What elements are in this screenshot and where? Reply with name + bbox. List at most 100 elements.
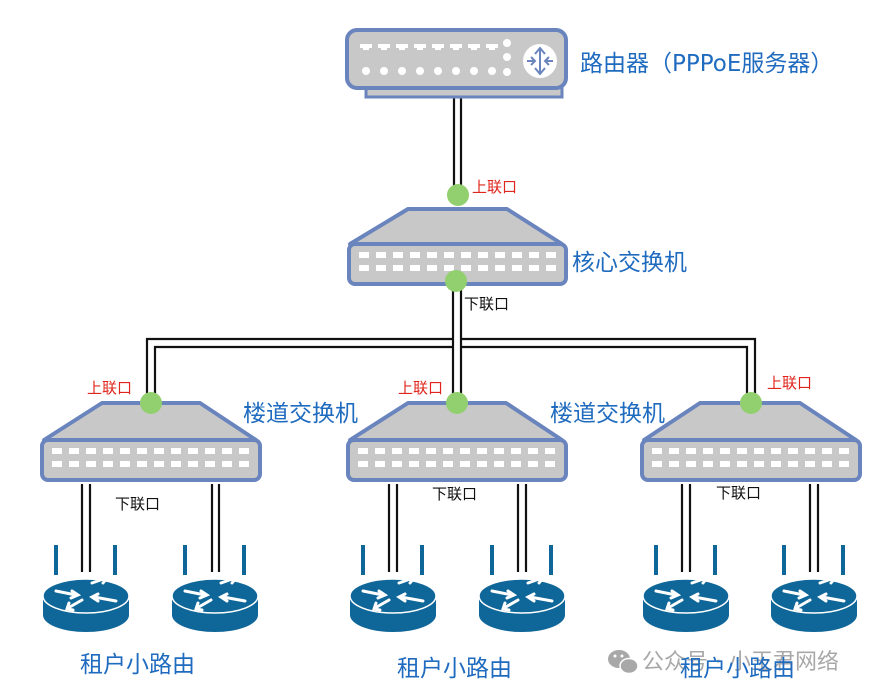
port-slot xyxy=(171,461,181,467)
led-dot xyxy=(434,67,442,75)
building-2-downlink-label: 下联口 xyxy=(432,485,477,503)
tenant-group-3-label: 租户小路由 xyxy=(680,656,795,682)
router-arrows-icon xyxy=(361,574,425,612)
antenna xyxy=(490,545,494,575)
top-router[interactable] xyxy=(345,28,568,99)
port-slot xyxy=(528,461,538,467)
port-slot xyxy=(52,448,62,454)
port-slot xyxy=(771,461,781,467)
port-slot xyxy=(805,448,815,454)
building-3-uplink-port[interactable] xyxy=(740,392,762,414)
antenna xyxy=(242,545,246,575)
port-slot xyxy=(460,448,470,454)
core-switch-label: 核心交换机 xyxy=(572,250,687,276)
tenant-router[interactable] xyxy=(642,545,730,632)
antenna xyxy=(713,545,717,575)
switch-ports xyxy=(652,448,849,467)
core-uplink-port[interactable] xyxy=(447,184,469,206)
rj45-port xyxy=(396,44,408,50)
building-2-uplink-port[interactable] xyxy=(446,392,468,414)
rj45-port xyxy=(414,44,426,50)
building-1-label: 楼道交换机 xyxy=(243,401,358,427)
port-slot xyxy=(120,461,130,467)
tenant-router[interactable] xyxy=(349,545,437,632)
port-slot xyxy=(703,448,713,454)
antenna xyxy=(782,545,786,575)
antenna xyxy=(654,545,658,575)
building-1-uplink-port[interactable] xyxy=(140,392,162,414)
port-slot xyxy=(703,461,713,467)
port-slot xyxy=(839,461,849,467)
wires xyxy=(80,98,820,572)
rj45-port xyxy=(450,44,462,50)
port-slot xyxy=(103,461,113,467)
port-slot xyxy=(822,448,832,454)
led-dot xyxy=(452,67,460,75)
port-slot xyxy=(154,448,164,454)
led-dot xyxy=(416,67,424,75)
port-slot xyxy=(822,461,832,467)
led-dot xyxy=(398,67,406,75)
antenna xyxy=(183,545,187,575)
switch-ports xyxy=(52,448,249,467)
tenant-group-1-label: 租户小路由 xyxy=(80,652,195,678)
port-slot xyxy=(669,448,679,454)
port-slot xyxy=(495,252,505,258)
port-slot xyxy=(376,252,386,258)
port-slot xyxy=(86,461,96,467)
port-slot xyxy=(359,252,369,258)
rj45-port xyxy=(432,44,444,50)
antenna xyxy=(113,545,117,575)
port-slot xyxy=(686,461,696,467)
wire-dist-left-outer xyxy=(145,337,453,400)
port-slot xyxy=(137,461,147,467)
port-slot xyxy=(839,448,849,454)
antenna xyxy=(361,545,365,575)
wire-dist-right-inner xyxy=(461,345,749,400)
port-slot xyxy=(477,461,487,467)
port-slot xyxy=(686,448,696,454)
port-slot xyxy=(358,461,368,467)
wechat-icon xyxy=(608,650,639,675)
port-slot xyxy=(409,448,419,454)
port-slot xyxy=(669,461,679,467)
port-slot xyxy=(443,461,453,467)
led-dot xyxy=(470,67,478,75)
port-slot xyxy=(52,461,62,467)
building-switch-3[interactable] xyxy=(640,401,862,482)
port-slot xyxy=(720,448,730,454)
tenant-router[interactable] xyxy=(42,545,130,632)
watermark-text: 公众号 · 小王君网络 xyxy=(642,650,839,675)
port-slot xyxy=(461,252,471,258)
tenant-router[interactable] xyxy=(171,545,259,632)
building-3-downlink-label: 下联口 xyxy=(716,484,761,502)
port-slot xyxy=(511,461,521,467)
building-switch-2[interactable] xyxy=(346,401,568,482)
antenna xyxy=(841,545,845,575)
tenant-router[interactable] xyxy=(478,545,566,632)
port-slot xyxy=(444,252,454,258)
wire-dist-left-inner xyxy=(153,345,453,400)
port-slot xyxy=(427,265,437,271)
port-slot xyxy=(512,265,522,271)
port-slot xyxy=(222,448,232,454)
port-slot xyxy=(788,448,798,454)
core-downlink-port[interactable] xyxy=(445,270,467,292)
port-slot xyxy=(461,265,471,271)
port-slot xyxy=(154,461,164,467)
router-arrows-icon xyxy=(183,574,247,612)
port-slot xyxy=(86,448,96,454)
building-switch-1[interactable] xyxy=(40,401,262,482)
port-slot xyxy=(444,265,454,271)
core-switch[interactable] xyxy=(347,207,568,286)
port-slot xyxy=(720,461,730,467)
port-slot xyxy=(426,448,436,454)
port-slot xyxy=(529,265,539,271)
port-slot xyxy=(69,448,79,454)
port-slot xyxy=(376,265,386,271)
router-arrows-icon xyxy=(490,574,554,612)
rj45-port xyxy=(486,44,498,50)
rj45-port xyxy=(378,44,390,50)
tenant-router[interactable] xyxy=(770,545,858,632)
